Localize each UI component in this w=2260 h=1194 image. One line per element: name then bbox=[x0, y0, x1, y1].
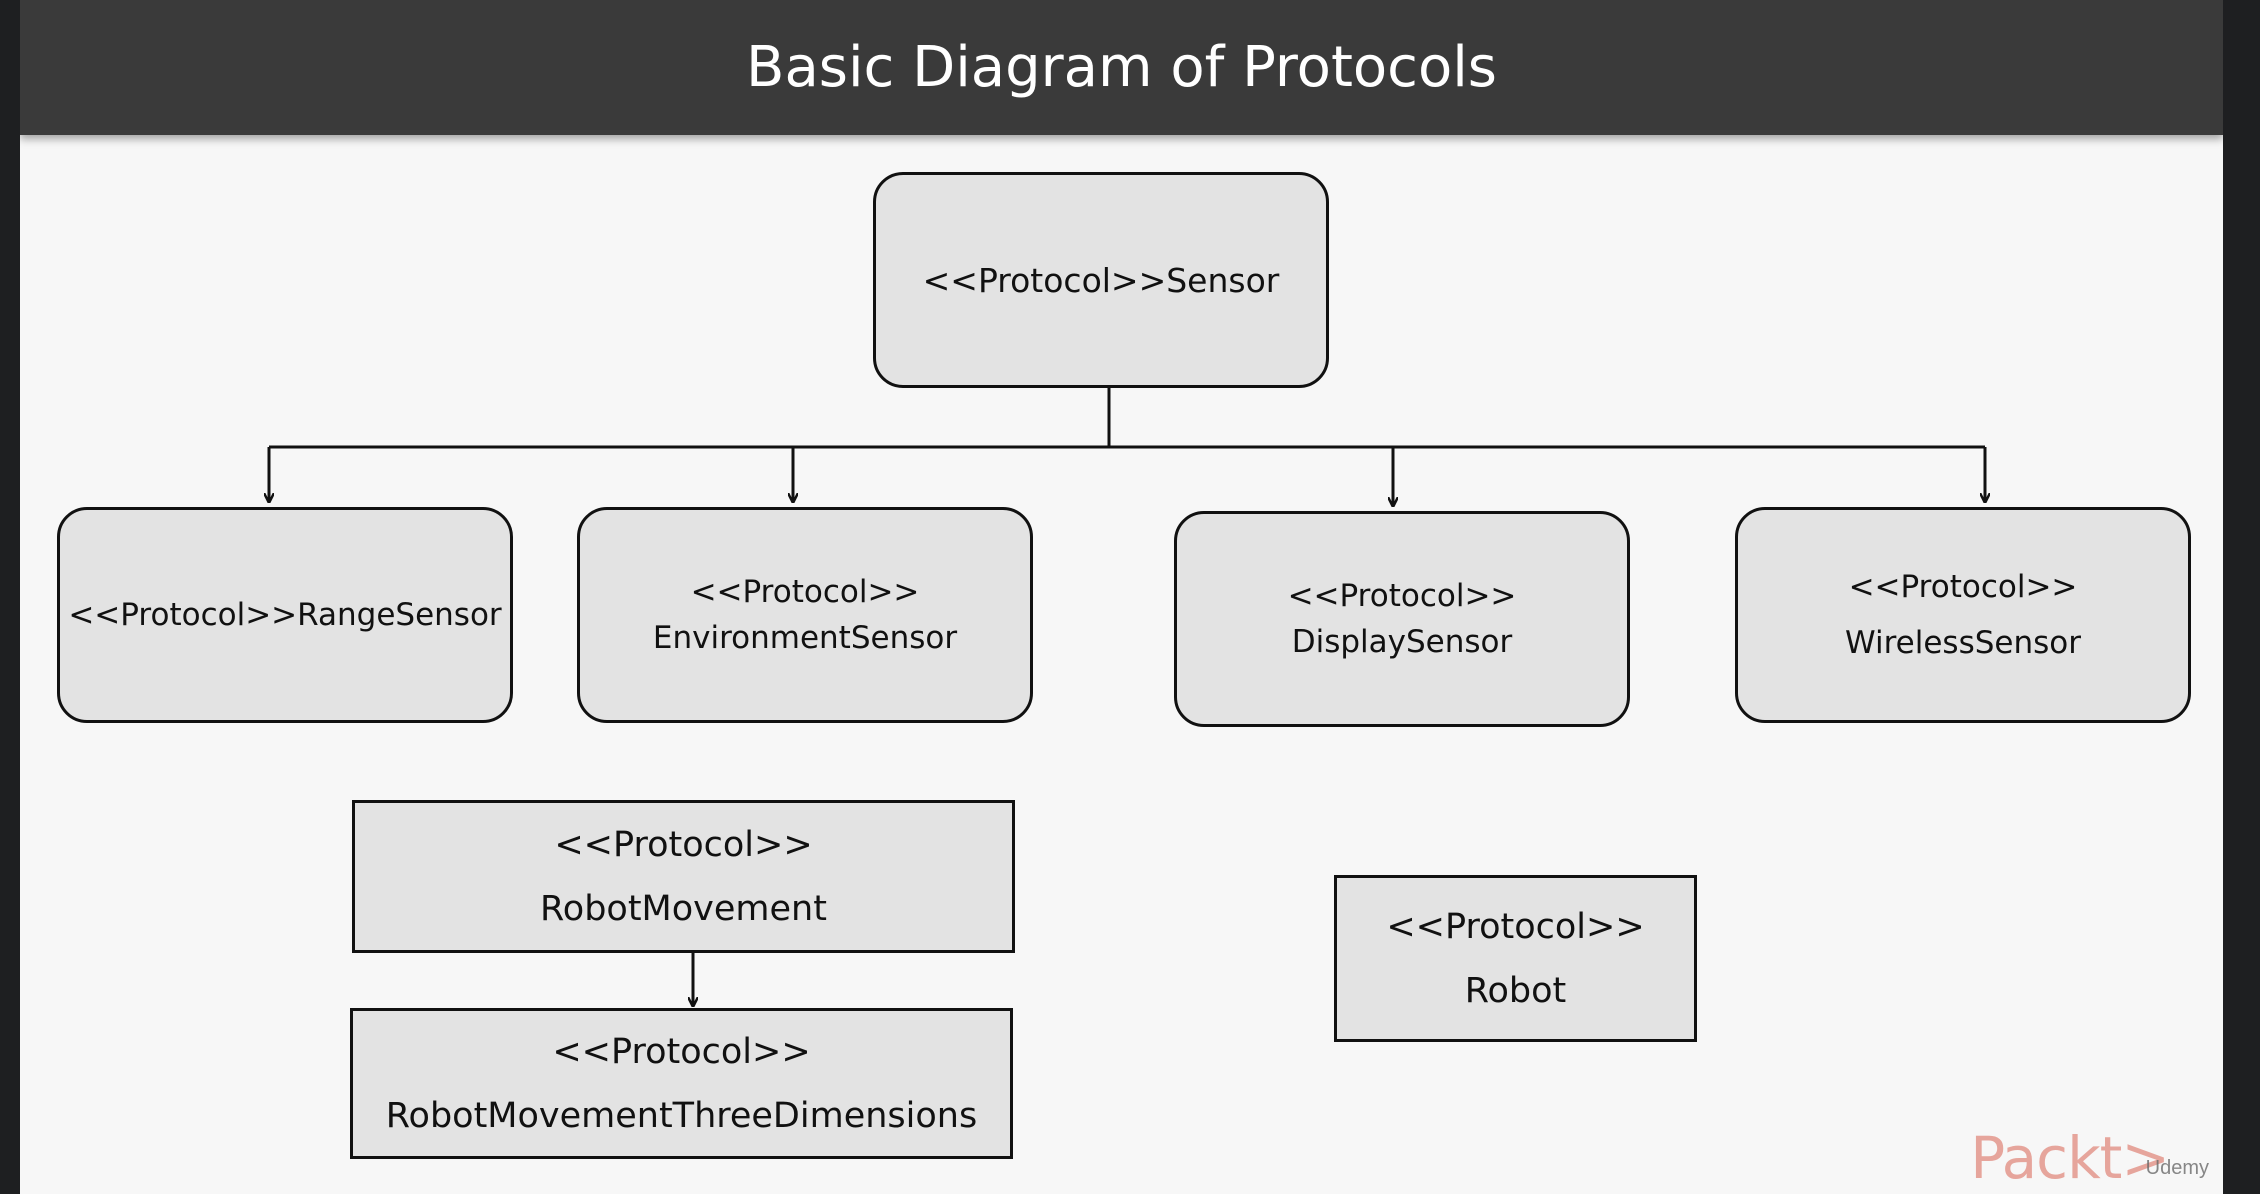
connectors bbox=[20, 388, 2223, 1194]
node-wireless-sensor: <<Protocol>> WirelessSensor bbox=[1735, 507, 2191, 723]
node-display-sensor-name: DisplaySensor bbox=[1291, 624, 1513, 660]
node-robot-name: Robot bbox=[1464, 970, 1567, 1011]
node-robot-movement: <<Protocol>> RobotMovement bbox=[352, 800, 1015, 953]
packt-logo: Packt> bbox=[1970, 1124, 2170, 1192]
node-robot-movement-3d-stereotype: <<Protocol>> bbox=[552, 1031, 811, 1072]
node-robot-movement-3d-name: RobotMovementThreeDimensions bbox=[385, 1095, 978, 1136]
node-display-sensor: <<Protocol>> DisplaySensor bbox=[1174, 511, 1630, 727]
node-robot-movement-3d: <<Protocol>> RobotMovementThreeDimension… bbox=[350, 1008, 1013, 1159]
node-wireless-sensor-name: WirelessSensor bbox=[1845, 625, 2081, 661]
node-range-sensor: <<Protocol>>RangeSensor bbox=[57, 507, 513, 723]
udemy-watermark: Udemy bbox=[2145, 1157, 2209, 1179]
node-sensor-label: <<Protocol>>Sensor bbox=[922, 260, 1280, 300]
node-range-sensor-label: <<Protocol>>RangeSensor bbox=[68, 597, 502, 633]
node-display-sensor-stereotype: <<Protocol>> bbox=[1287, 578, 1517, 614]
node-environment-sensor-stereotype: <<Protocol>> bbox=[690, 574, 920, 610]
node-robot-stereotype: <<Protocol>> bbox=[1386, 906, 1645, 947]
slide: Basic Diagram of Protocols <<Protocol>>S… bbox=[20, 0, 2223, 1194]
node-robot: <<Protocol>> Robot bbox=[1334, 875, 1697, 1042]
node-wireless-sensor-stereotype: <<Protocol>> bbox=[1848, 569, 2078, 605]
node-sensor: <<Protocol>>Sensor bbox=[873, 172, 1329, 388]
slide-title: Basic Diagram of Protocols bbox=[746, 35, 1497, 100]
node-robot-movement-name: RobotMovement bbox=[540, 888, 827, 929]
node-environment-sensor: <<Protocol>> EnvironmentSensor bbox=[577, 507, 1033, 723]
title-bar: Basic Diagram of Protocols bbox=[20, 0, 2223, 135]
node-environment-sensor-name: EnvironmentSensor bbox=[652, 620, 958, 656]
node-robot-movement-stereotype: <<Protocol>> bbox=[554, 824, 813, 865]
